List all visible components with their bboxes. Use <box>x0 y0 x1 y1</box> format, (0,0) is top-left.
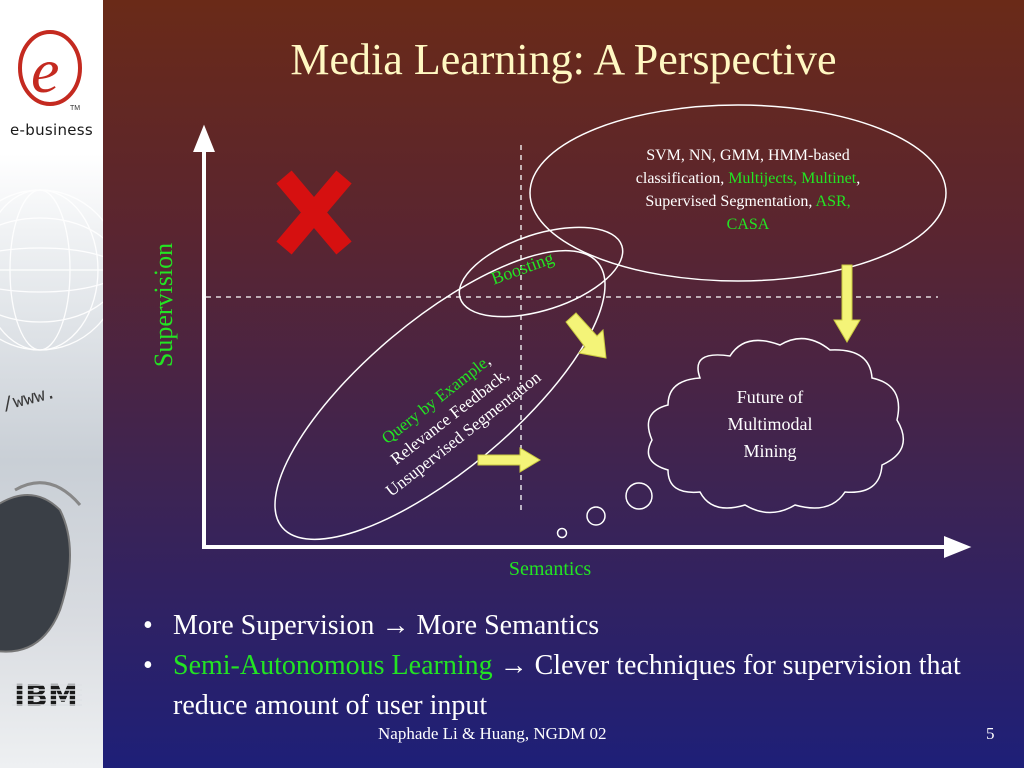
cloud-line-2: Multimodal <box>727 414 813 434</box>
x-axis-arrowhead <box>944 536 972 558</box>
axes <box>193 124 972 558</box>
arrow-down-icon <box>833 264 861 343</box>
page-number: 5 <box>986 724 995 743</box>
supervised-methods-ellipse <box>529 104 947 282</box>
supervised-methods-text: SVM, NN, GMM, HMM-based classification, … <box>588 144 908 236</box>
x-axis-label: Semantics <box>508 558 592 580</box>
casa-text: CASA <box>726 216 770 233</box>
red-x-mark-icon <box>276 170 352 255</box>
thought-bubbles <box>556 482 653 539</box>
bullet-1-text-b: More Semantics <box>409 610 600 641</box>
ibm-logo-icon: IBM <box>12 679 82 712</box>
supervised-line-2-prefix: classification, <box>635 170 729 187</box>
e-business-text: e-business <box>10 121 94 139</box>
right-arrow-icon: → <box>499 650 528 681</box>
semi-autonomous-learning-text: Semi-Autonomous Learning <box>173 650 493 681</box>
supervised-line-1: SVM, NN, GMM, HMM-based <box>646 147 850 164</box>
bullet-item-1: • More Supervision → More Semantics <box>143 606 963 646</box>
cloud-line-3: Mining <box>743 441 797 461</box>
footer-citation: Naphade Li & Huang, NGDM 02 <box>378 724 607 743</box>
thought-cloud <box>647 337 905 514</box>
computer-mouse-icon <box>0 481 82 653</box>
right-arrow-icon: → <box>381 610 410 641</box>
y-axis-arrowhead <box>193 124 215 152</box>
svg-text:TM: TM <box>70 105 80 112</box>
slide-title: Media Learning: A Perspective <box>290 35 837 84</box>
e-business-logo-icon: e TM <box>18 30 82 112</box>
bullet-2-text: Clever techniques for supervision that r… <box>173 650 961 721</box>
asr-text: ASR, <box>815 193 851 210</box>
svg-text:e: e <box>31 35 59 106</box>
boosting-ellipse <box>458 226 624 318</box>
cloud-text: Future of Multimodal Mining <box>700 384 840 465</box>
multijects-multinet-text: Multijects, Multinet <box>728 170 857 187</box>
left-branding-bar: e TM e-business /www. IBM <box>0 0 103 768</box>
bullet-list: • More Supervision → More Semantics • Se… <box>143 606 963 726</box>
arrow-down-right-icon <box>565 312 607 359</box>
cloud-line-1: Future of <box>736 387 804 407</box>
bullet-dot: • <box>143 650 153 681</box>
supervised-line-2-suffix: , <box>856 170 861 187</box>
y-axis-label: Supervision <box>149 242 178 368</box>
supervised-line-3: Supervised Segmentation, ASR, <box>588 190 908 213</box>
yellow-arrows <box>477 264 861 473</box>
globe-icon <box>0 189 103 351</box>
query-methods-ellipse <box>274 249 606 541</box>
arrow-right-icon <box>477 447 541 473</box>
bullet-dot: • <box>143 610 153 641</box>
bullet-1-text-a: More Supervision <box>173 610 382 641</box>
bullet-item-2: • Semi-Autonomous Learning → Clever tech… <box>143 646 963 726</box>
supervised-line-3-prefix: Supervised Segmentation, <box>645 193 816 210</box>
supervised-line-2: classification, Multijects, Multinet, <box>588 167 908 190</box>
